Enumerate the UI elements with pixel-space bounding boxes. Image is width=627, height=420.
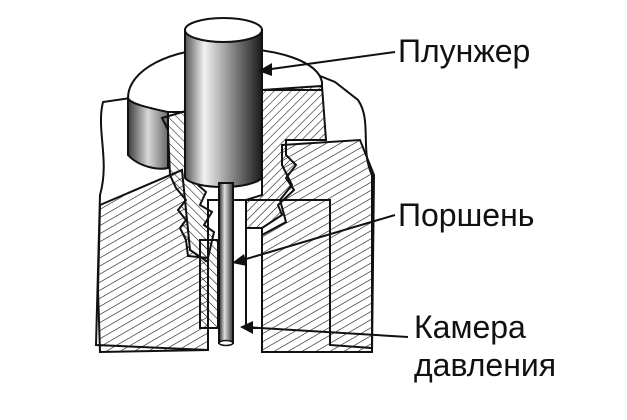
- insert-left-section: [160, 106, 216, 260]
- label-chamber-line1: Камера: [414, 309, 526, 345]
- bore-wall-left: [199, 239, 219, 329]
- piston-rod: [218, 182, 234, 344]
- bore-wall-right: [245, 227, 263, 329]
- leader-chamber: [240, 321, 409, 338]
- insert-right-section: [245, 84, 328, 229]
- leader-plunger: [258, 51, 396, 76]
- collar-side: [127, 96, 169, 170]
- piston-rod-tip: [218, 339, 234, 347]
- label-pressure-chamber: Камера давления: [414, 308, 556, 384]
- label-piston: Поршень: [398, 197, 535, 233]
- label-chamber-line2: давления: [414, 347, 557, 383]
- plunger-cylinder: [184, 29, 263, 188]
- leader-piston: [232, 214, 396, 266]
- plunger-top: [184, 17, 263, 43]
- label-plunger: Плунжер: [398, 33, 531, 69]
- collar-top: [126, 46, 323, 113]
